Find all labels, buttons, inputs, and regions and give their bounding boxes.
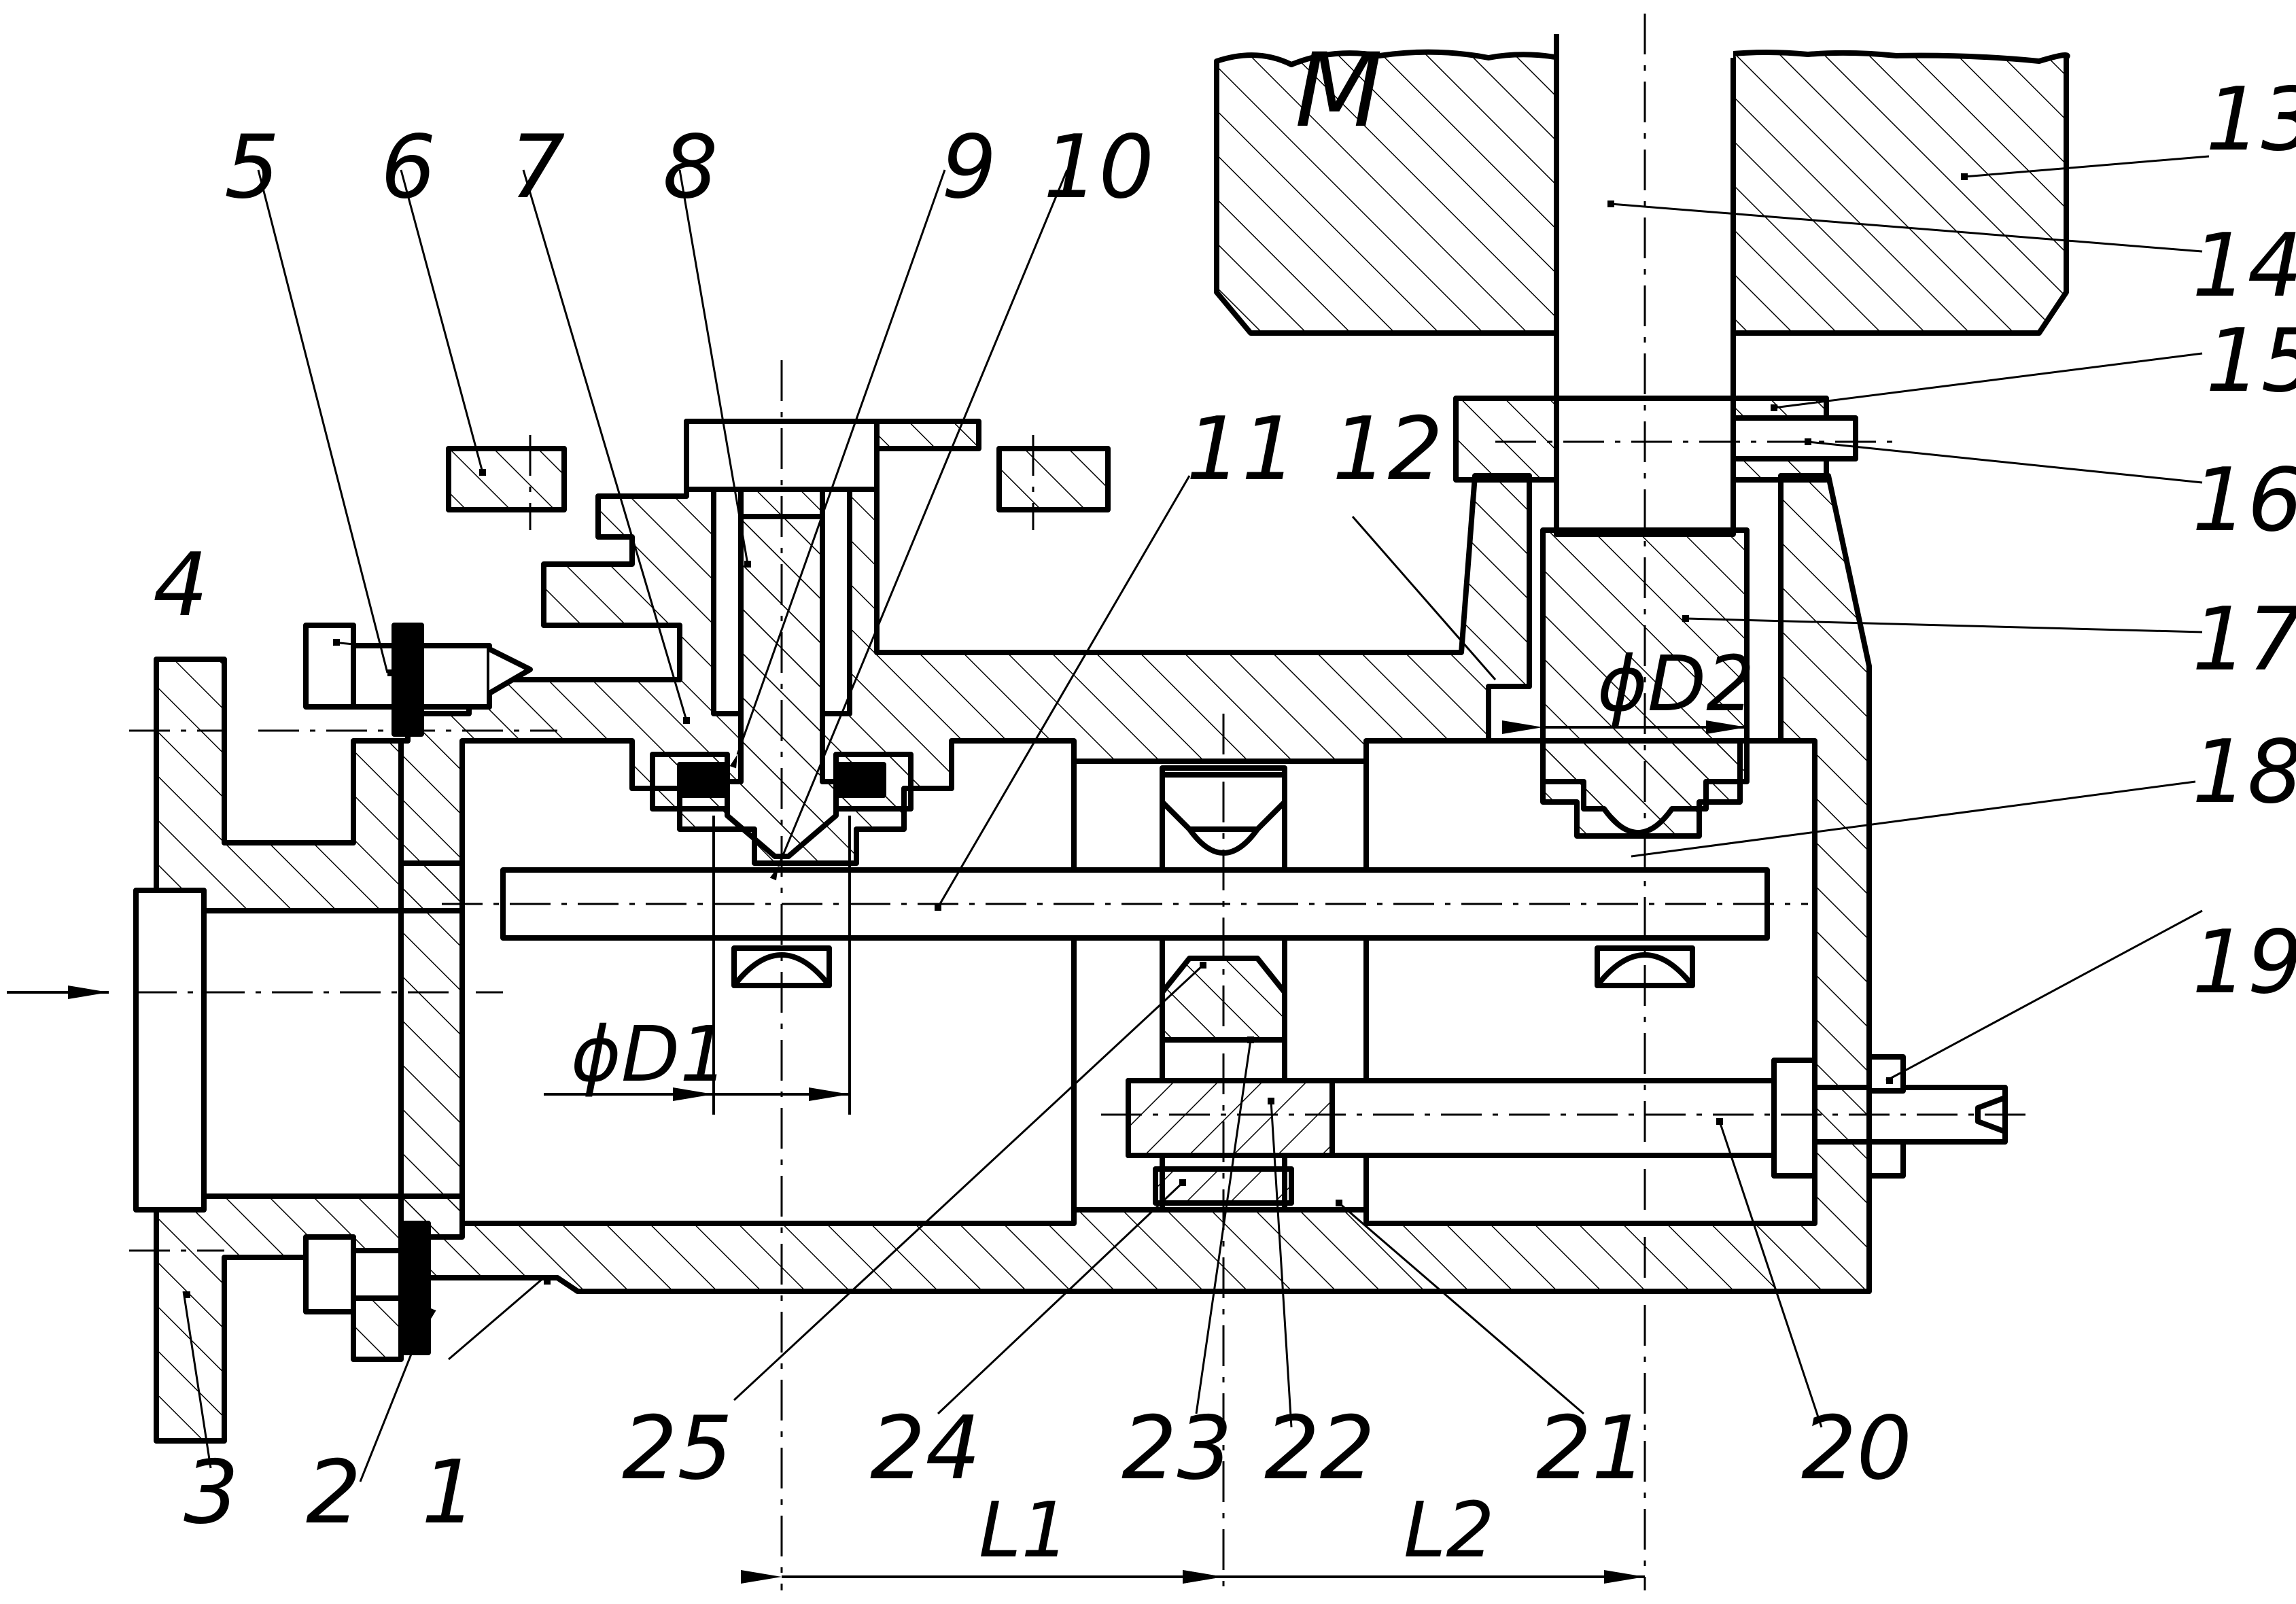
gasket [398,1221,431,1355]
callout-15: 15 [2206,311,2296,412]
rod-collar [1771,1058,1817,1179]
seal-ring-left [677,762,730,798]
callout-19: 19 [2192,912,2296,1013]
valve-flange-left [446,446,567,512]
callout-21: 21 [1536,1398,1647,1499]
callout-2: 2 [306,1442,361,1544]
callout-20: 20 [1801,1398,1912,1499]
coupling-pin [1730,415,1858,461]
seal-ring-right [833,762,886,798]
callout-14: 14 [2192,215,2296,317]
dim-l2-label: L2 [1404,1486,1495,1575]
dim-d2-label: ϕD2 [1597,640,1754,729]
callout-24: 24 [870,1398,981,1499]
callout-22: 22 [1264,1398,1375,1499]
callout-10: 10 [1043,117,1154,218]
rod-block [1126,1078,1335,1158]
seal-19b [1866,1139,1906,1179]
callout-13: 13 [2206,69,2296,171]
dim-d1-label: ϕD1 [571,1011,728,1099]
callout-8: 8 [663,117,718,218]
callout-4: 4 [153,535,208,636]
callout-9: 9 [941,117,996,218]
callout-11: 11 [1186,399,1297,500]
callout-12: 12 [1332,399,1443,500]
callout-5: 5 [224,117,279,218]
dim-l1-label: L1 [979,1486,1070,1575]
callout-17: 17 [2192,589,2296,691]
callout-3: 3 [184,1442,239,1544]
callout-1: 1 [421,1442,476,1544]
bottom-bolt-shank [351,1248,404,1301]
valve-sleeve-right [820,487,852,716]
callout-18: 18 [2192,722,2296,823]
bolt-head [303,623,356,710]
callout-23: 23 [1121,1398,1232,1499]
valve-sleeve-left [711,487,744,716]
callout-7: 7 [510,117,565,218]
callout-6: 6 [381,117,436,218]
valve-flange-right [996,446,1111,512]
callout-25: 25 [622,1398,733,1499]
callout-16: 16 [2192,450,2296,551]
bottom-bolt-head [303,1234,356,1314]
motor-label: M [1295,32,1382,150]
